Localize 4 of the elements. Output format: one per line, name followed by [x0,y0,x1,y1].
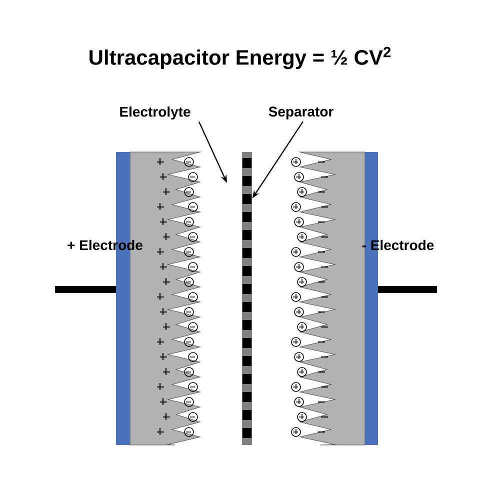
separator-bar [242,152,252,445]
callout-label: Separator [268,106,334,120]
callout-label: Electrolyte [120,106,190,120]
title: Ultracapacitor Energy = ½ CV$^{2}$ [90,46,391,70]
